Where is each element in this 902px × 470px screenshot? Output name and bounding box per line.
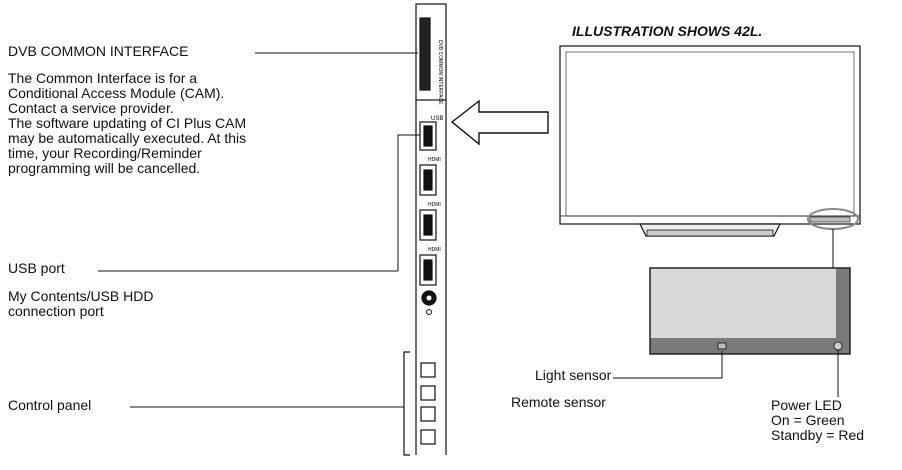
hdmi-2-port — [423, 214, 433, 236]
channel-down-button — [420, 406, 436, 422]
power-led-label: Power LED On = Green Standby = Red — [771, 397, 865, 443]
light-sensor — [717, 342, 727, 350]
hdmi-3-port — [423, 259, 433, 281]
illustration-note: ILLUSTRATION SHOWS 42L. — [572, 23, 763, 39]
hdmi-2-frame — [419, 209, 437, 241]
zoom-detail — [649, 267, 851, 355]
panel-label-hdmi-2: HDMI — [428, 202, 441, 208]
hdmi-3-frame — [419, 254, 437, 286]
power-button — [420, 362, 436, 378]
remote-sensor-label: Remote sensor — [511, 394, 606, 410]
usb-title: USB port — [8, 260, 65, 276]
side-panel — [415, 3, 447, 455]
channel-up-button — [420, 385, 436, 401]
ci-slot — [419, 17, 431, 91]
dvb-title: DVB COMMON INTERFACE — [8, 43, 189, 59]
pointer-arrow — [450, 99, 549, 146]
control-panel-title: Control panel — [8, 397, 92, 413]
leader-lines — [98, 52, 420, 408]
hdmi-1-port — [423, 169, 433, 191]
panel-label-slot: DVB COMMON INTERFACE — [437, 40, 443, 105]
panel-label-hdmi-1: HDMI — [428, 157, 441, 163]
usb-port — [423, 125, 433, 147]
control-panel-bracket — [403, 351, 410, 456]
usb-port-frame — [419, 121, 437, 151]
tv-screen — [559, 45, 861, 225]
light-sensor-label: Light sensor — [535, 367, 612, 383]
power-led — [833, 341, 843, 351]
ci-slot-frame — [415, 3, 447, 101]
tv-illustration — [559, 45, 861, 237]
panel-label-hdmi-3: HDMI — [428, 247, 441, 253]
panel-label-usb: USB — [431, 116, 443, 122]
input-button — [420, 429, 436, 445]
hdmi-1-frame — [419, 164, 437, 196]
usb-description: My Contents/USB HDD connection port — [8, 288, 154, 319]
dvb-description: The Common Interface is for a Conditiona… — [8, 70, 247, 176]
